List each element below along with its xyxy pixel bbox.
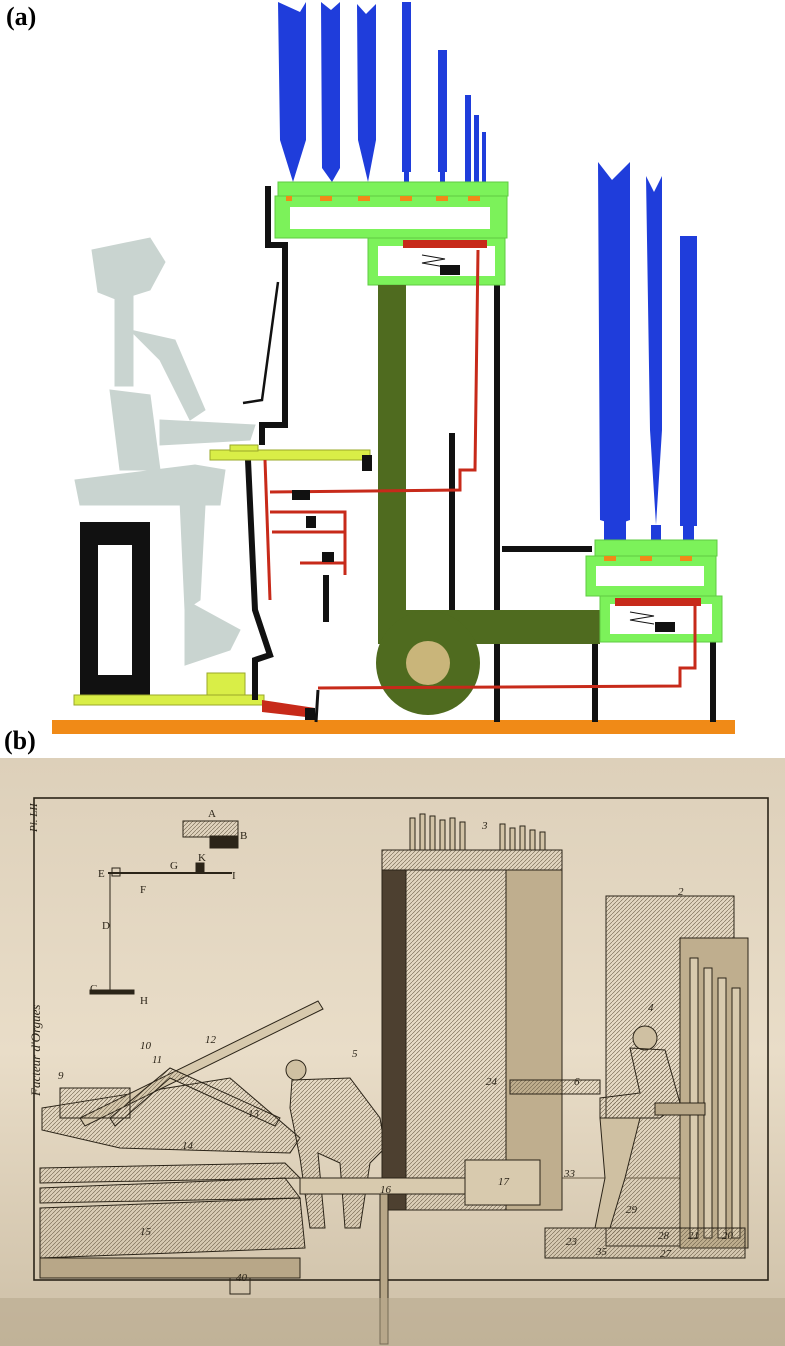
wind-trunk-rod [314,689,320,723]
number-20: 20 [722,1230,733,1242]
manual-key [229,444,259,452]
pedalboard [73,694,265,706]
console-base [544,1227,746,1259]
organ-schematic [52,2,735,734]
organ-tower [381,813,563,1211]
wind-conduit [376,285,600,715]
plate-border [33,797,769,1281]
upper-pipe-rank [278,2,486,182]
number-27: 27 [660,1248,671,1260]
label-G: G [170,860,178,872]
organ-case [245,186,716,722]
number-3: 3 [482,820,488,832]
wind-trunk [299,1159,541,1345]
engraving-illustration [0,758,785,1346]
number-16: 16 [380,1184,391,1196]
lower-pallet-weight [655,622,675,632]
label-H: H [140,995,148,1007]
upper-windchest [274,181,509,286]
number-4: 4 [648,1002,654,1014]
label-C: C [90,983,98,995]
number-15: 15 [140,1226,151,1238]
label-A: A [208,808,216,820]
number-6: 6 [574,1076,580,1088]
number-24: 24 [486,1076,497,1088]
pedal-key [206,672,246,696]
number-5: 5 [352,1048,358,1060]
number-2: 2 [678,886,684,898]
label-F: F [140,884,147,896]
floor-beam [52,720,735,734]
engraving-plate: Pl. LII Facteur d'Orgues A B K G E F I D… [0,758,785,1346]
tracker-action-blocks [292,490,334,720]
lower-pallet [615,598,701,606]
number-33: 33 [564,1168,575,1180]
lower-pipe-rank [598,162,697,540]
number-9: 9 [58,1070,64,1082]
positive-organ-case [605,895,749,1249]
number-12: 12 [205,1034,216,1046]
number-11: 11 [152,1054,163,1066]
number-10: 10 [140,1040,151,1052]
label-I: I [232,870,236,882]
pedal-lever [262,700,315,718]
number-13: 13 [248,1108,259,1120]
panel-label-b: (b) [4,726,36,755]
bellows-weight-diagram [89,820,239,995]
number-17: 17 [498,1176,509,1188]
engraving-keyboards [509,1079,601,1095]
number-29: 29 [626,1204,637,1216]
bellows-stack [39,1077,306,1295]
bellows-feeder [406,641,450,685]
upper-pallet-weight [440,265,460,275]
number-23: 23 [566,1236,577,1248]
organist-bench [80,522,150,697]
plate-title: Facteur d'Orgues [28,1004,43,1096]
number-28: 28 [658,1230,669,1242]
panel-label-a: (a) [6,2,37,31]
engraving-organist [594,1025,706,1229]
plate-number: Pl. LII [28,803,40,832]
lower-pallet-spring [629,611,655,625]
music-desk [242,281,280,405]
label-K: K [198,852,206,864]
label-E: E [98,868,105,880]
keyboard-stop [362,455,372,471]
label-B: B [240,830,248,842]
bellows-levers [59,1000,324,1127]
number-21: 21 [688,1230,699,1242]
upper-pallet [403,240,487,248]
lower-windchest [585,539,723,643]
tracker-action [263,249,697,690]
label-D: D [102,920,110,932]
organist-silhouette [74,237,256,666]
number-40: 40 [236,1272,247,1284]
number-35: 35 [596,1246,607,1258]
number-14: 14 [182,1140,193,1152]
upper-pallet-spring [421,254,446,268]
